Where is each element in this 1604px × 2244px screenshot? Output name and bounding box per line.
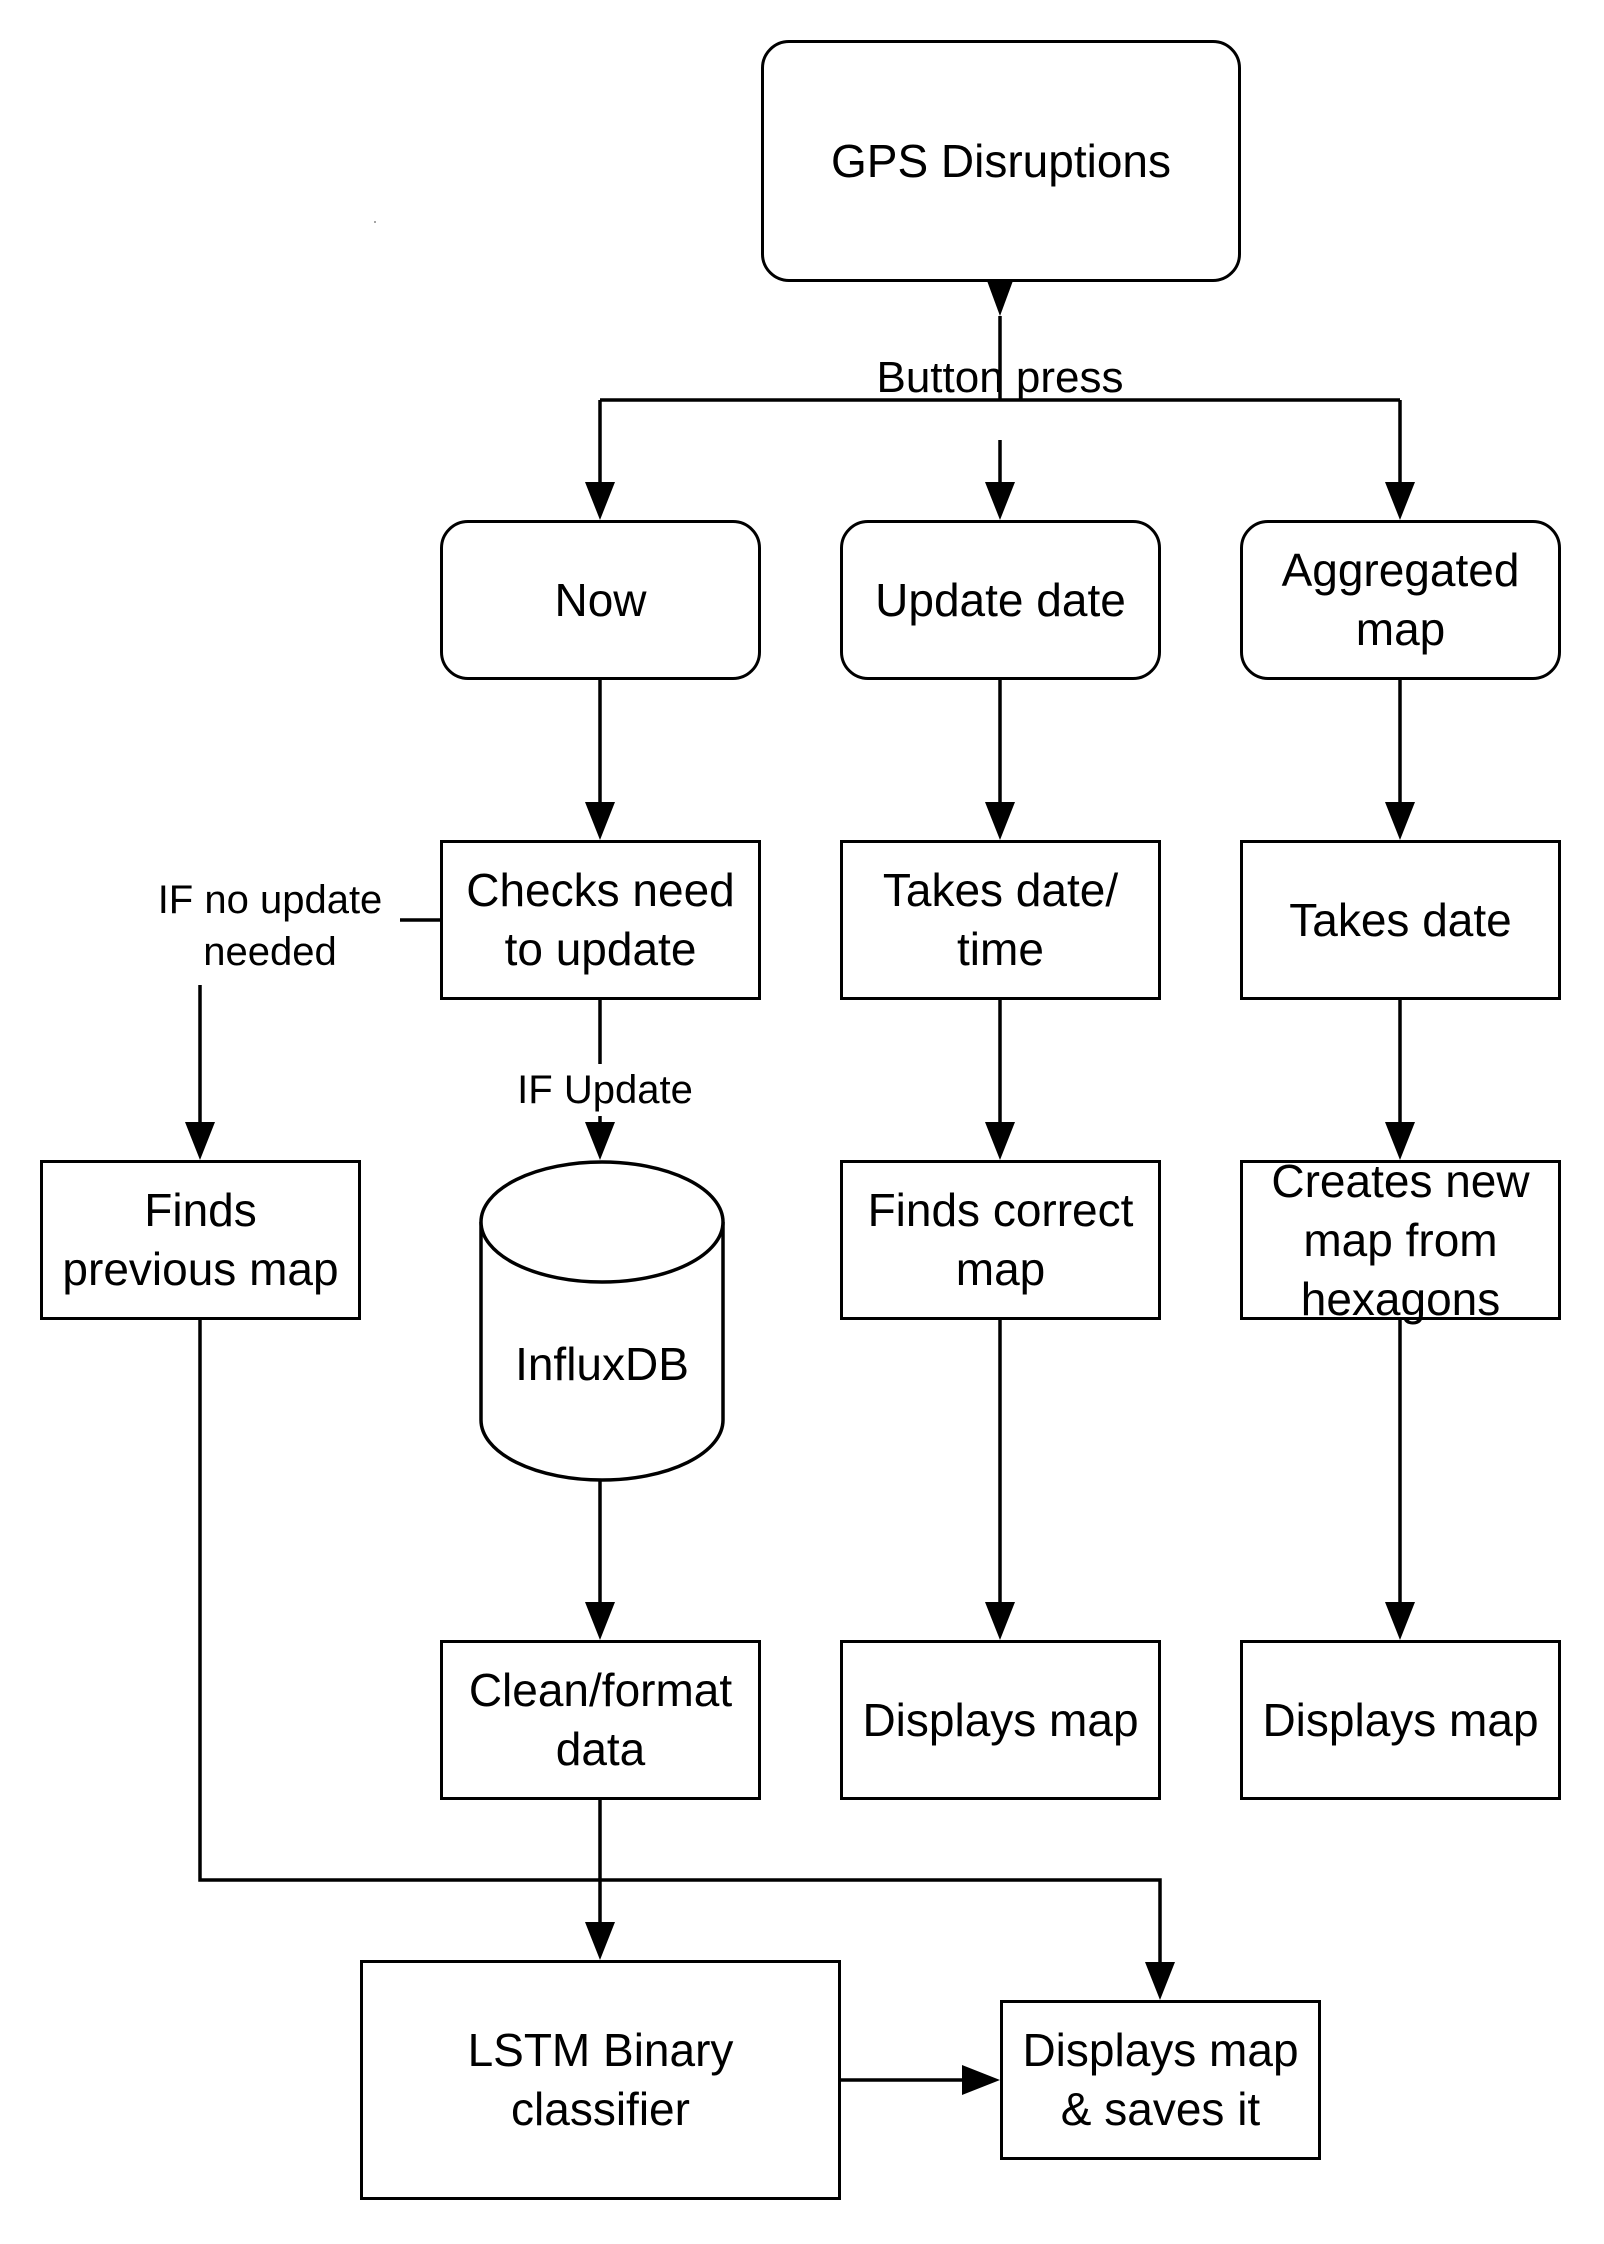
arrowhead xyxy=(585,482,615,520)
node-gps-disruptions: GPS Disruptions xyxy=(761,40,1241,282)
node-label: Aggregated map xyxy=(1281,544,1520,655)
node-displays-map-middle: Displays map xyxy=(840,1640,1161,1800)
edge-label-if-update: IF Update xyxy=(500,1064,710,1116)
influxdb-label: InfluxDB xyxy=(515,1338,689,1390)
arrowhead xyxy=(986,278,1014,316)
node-label: Update date xyxy=(875,573,1126,626)
node-label: Displays map xyxy=(1262,1693,1539,1746)
node-label: LSTM Binary classifier xyxy=(467,2024,734,2135)
arrowhead xyxy=(962,2065,1000,2095)
node-label: Displays map xyxy=(862,1693,1139,1746)
edge-label-if-no-update: IF no update needed xyxy=(140,874,400,978)
node-finds-previous-map: Finds previous map xyxy=(40,1160,361,1320)
node-label: GPS Disruptions xyxy=(830,134,1171,187)
node-creates-new-map: Creates new map from hexagons xyxy=(1240,1155,1561,1325)
arrowhead xyxy=(585,802,615,840)
node-displays-map-and-saves: Displays map & saves it xyxy=(1000,2000,1321,2160)
node-label: Displays map & saves it xyxy=(1022,2024,1299,2135)
edge-checks-to-finds-previous xyxy=(198,918,440,1145)
node-takes-date-time: Takes date/ time xyxy=(840,840,1161,1000)
node-clean-format-data: Clean/format data xyxy=(440,1640,761,1800)
node-lstm-binary-classifier: LSTM Binary classifier xyxy=(360,1960,841,2200)
node-takes-date: Takes date xyxy=(1240,840,1561,1000)
arrowhead xyxy=(985,1602,1015,1640)
node-label: Finds correct map xyxy=(867,1184,1134,1295)
node-label: Takes date/ time xyxy=(882,864,1119,975)
node-aggregated-map: Aggregated map xyxy=(1240,520,1561,680)
influxdb-cylinder xyxy=(479,1160,725,1482)
arrowhead xyxy=(1385,1122,1415,1160)
node-label: Finds previous map xyxy=(62,1184,339,1295)
arrowhead xyxy=(585,1602,615,1640)
node-displays-map-right: Displays map xyxy=(1240,1640,1561,1800)
arrowhead xyxy=(985,482,1015,520)
arrowhead xyxy=(1385,802,1415,840)
arrowhead xyxy=(985,802,1015,840)
node-finds-correct-map: Finds correct map xyxy=(840,1160,1161,1320)
node-label: Creates new map from hexagons xyxy=(1271,1154,1530,1325)
arrowhead xyxy=(1145,1962,1175,2000)
arrowhead xyxy=(585,1122,615,1160)
node-update-date: Update date xyxy=(840,520,1161,680)
arrowhead xyxy=(985,1122,1015,1160)
arrowhead xyxy=(1385,1602,1415,1640)
edge-label-button-press: Button press xyxy=(876,353,1124,402)
node-label: Checks need to update xyxy=(466,864,735,975)
arrowhead xyxy=(185,1122,215,1160)
arrowhead xyxy=(585,1922,615,1960)
node-label: Now xyxy=(554,573,647,626)
edge-finds-previous-to-displays-saves xyxy=(198,1320,1162,1985)
node-now: Now xyxy=(440,520,761,680)
arrowhead xyxy=(1385,482,1415,520)
speck-dot xyxy=(374,221,376,223)
node-label: Takes date xyxy=(1289,893,1512,946)
node-label: Clean/format data xyxy=(468,1664,733,1775)
node-checks-need-to-update: Checks need to update xyxy=(440,840,761,1000)
